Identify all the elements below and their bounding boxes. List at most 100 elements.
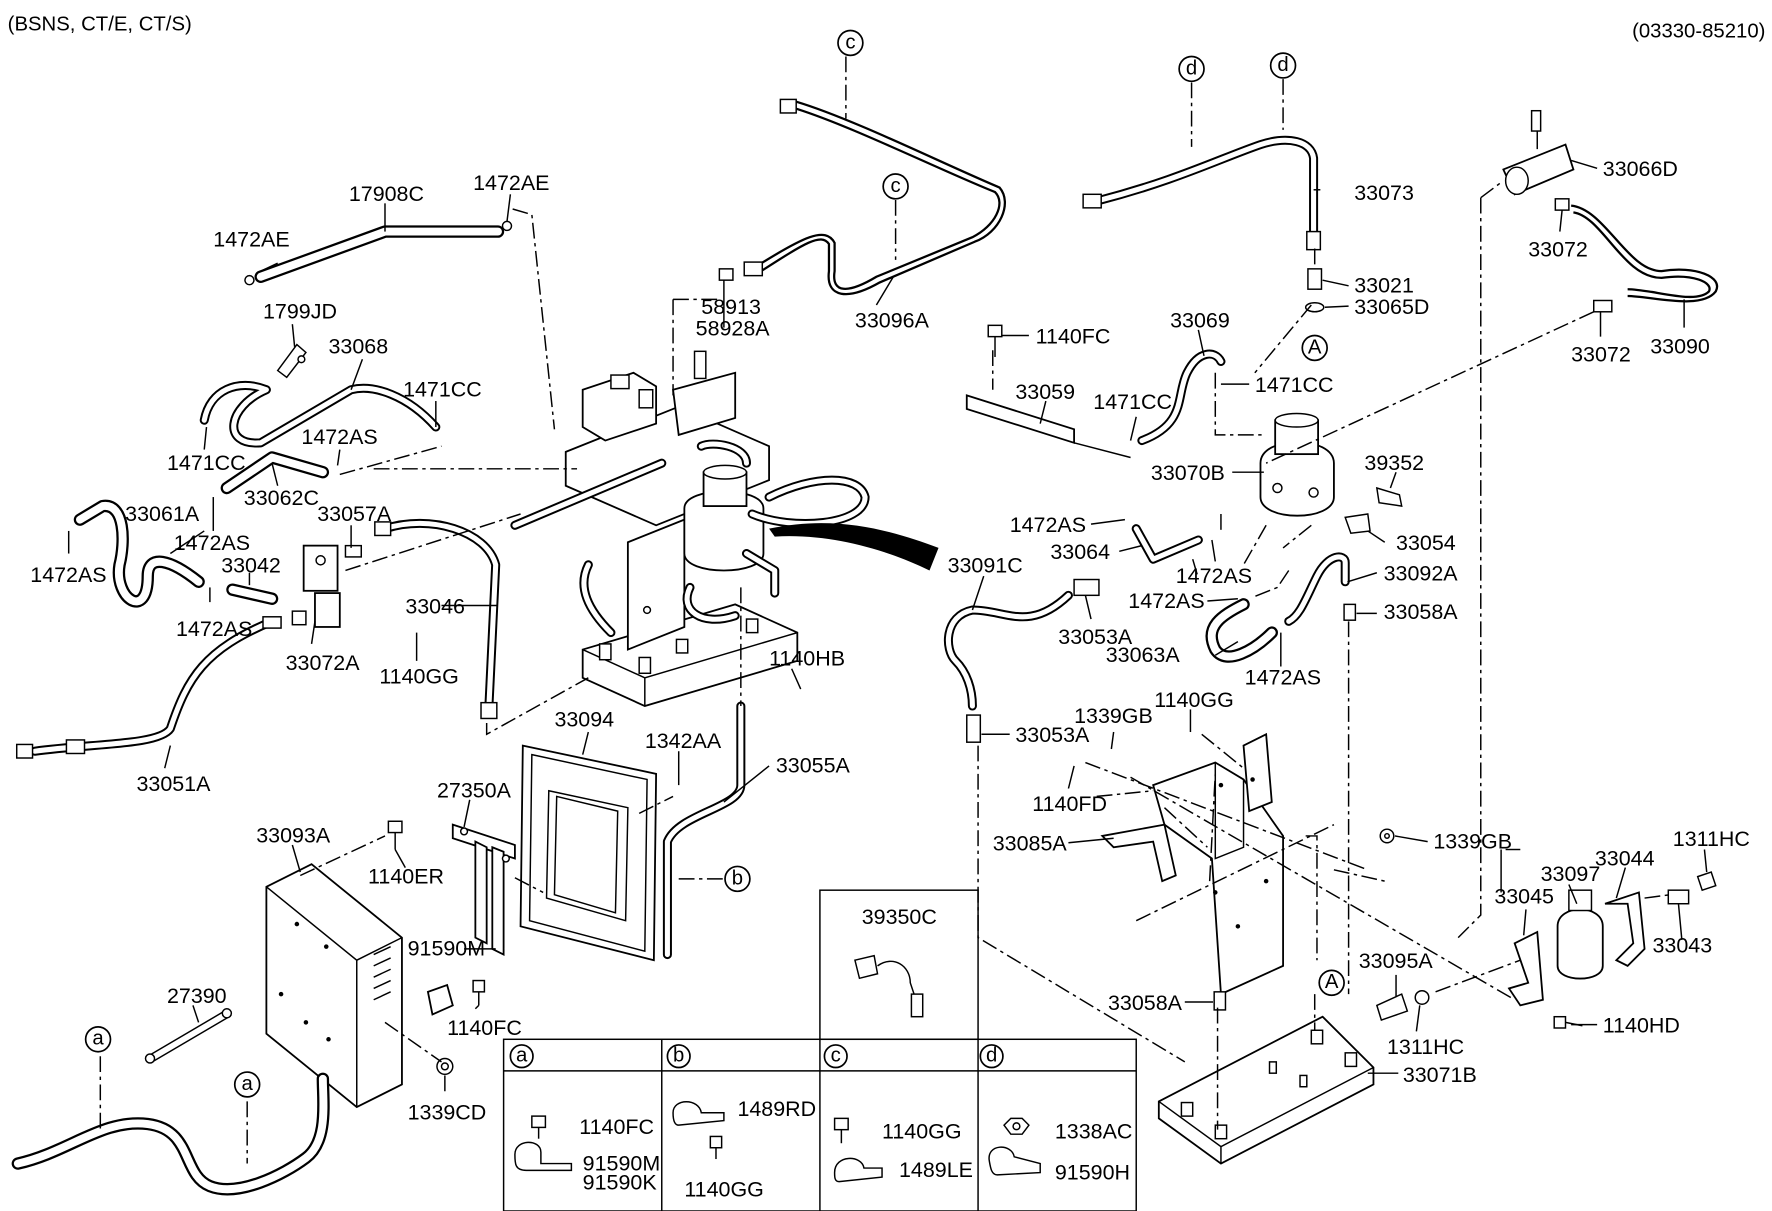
part-labels: 17908C 1472AE 1472AE 1799JD 33068 1471CC… (30, 157, 1750, 1124)
arrow-icon (769, 523, 939, 571)
callout-b: b (724, 865, 751, 893)
pipe-33051a (15, 616, 282, 759)
part-label: 33094 (554, 707, 614, 731)
part-label: 33096A (855, 309, 930, 333)
relay-33097 (1556, 889, 1604, 980)
part-label: 1140ER (368, 864, 444, 888)
svg-text:a: a (242, 1073, 254, 1095)
part-label: 1472AS (30, 563, 106, 587)
part-label: 33044 (1595, 846, 1655, 870)
svg-text:a: a (92, 1028, 104, 1050)
pipe-33096a (718, 98, 1006, 296)
part-label: 33091C (948, 554, 1023, 578)
filter-33070b (1259, 412, 1335, 517)
legend-b-part1: 1489RD (737, 1097, 816, 1121)
part-label: 1472AE (213, 227, 289, 251)
legend-c-part1: 1140GG (882, 1120, 962, 1144)
part-label: 1471CC (1093, 390, 1172, 414)
part-label: 33072A (286, 651, 361, 675)
hose-33061a (73, 499, 205, 608)
part-label: 33045 (1494, 885, 1554, 909)
callout-circles: c c d d A A b a (84, 29, 1345, 1098)
hose-33062c (220, 451, 330, 495)
svg-text:d: d (1277, 54, 1288, 76)
part-label: 1339GB (1433, 829, 1512, 853)
part-label: 58913 (701, 295, 761, 319)
part-label: 33070B (1151, 461, 1225, 485)
hose-33092a (1284, 552, 1350, 626)
pipe-33073 (1082, 135, 1322, 251)
part-label: 1140HD (1603, 1014, 1680, 1038)
part-label: 33058A (1108, 991, 1183, 1015)
svg-text:c: c (845, 31, 855, 53)
legend-a-part1: 1140FC (579, 1115, 654, 1139)
svg-text:c: c (891, 175, 901, 197)
part-label: 1799JD (263, 300, 337, 324)
part-label: 91590M (408, 937, 486, 961)
svg-text:b: b (732, 867, 743, 889)
part-label: 1472AS (1128, 589, 1204, 613)
part-label: 33042 (221, 554, 281, 578)
sensor-label: 39350C (862, 905, 937, 929)
part-label: 33066D (1603, 157, 1678, 181)
bracket-33059 (965, 324, 1131, 459)
callout-c-mid: c (882, 173, 909, 200)
legend-col-b: b 1489RD 1140GG (666, 1044, 816, 1201)
header-left-code: (BSNS, CT/E, CT/S) (8, 14, 192, 36)
bolt-1140fc-left (472, 979, 486, 1006)
legend-d-part2: 91590H (1055, 1160, 1130, 1184)
part-label: 58928A (696, 317, 771, 341)
part-label: 1140FC (1036, 324, 1111, 348)
legend-a-part2: 91590M (583, 1151, 661, 1175)
part-label: 1311HC (1387, 1035, 1464, 1059)
part-label: 33053A (1015, 723, 1090, 747)
plate-33071b (1157, 1015, 1375, 1165)
part-label: 33073 (1354, 181, 1414, 205)
part-label: 1472AS (1010, 513, 1086, 537)
gasket-33094 (519, 744, 658, 962)
part-label: 1472AS (1176, 564, 1252, 588)
part-label: 33064 (1050, 540, 1110, 564)
callout-a-left: a (84, 1026, 112, 1053)
part-label: 1140FC (447, 1016, 522, 1040)
sensor-box: 39350C (819, 889, 979, 1041)
leader-lines (67, 56, 1708, 1164)
grommet-1339cd (436, 1057, 454, 1076)
fitting-33058a-lower (1213, 991, 1227, 1011)
legend-col-a: a 1140FC 91590M 91590K (509, 1044, 661, 1195)
hose-33068 (199, 381, 441, 448)
part-label: 33054 (1396, 531, 1456, 555)
callout-c-top: c (837, 29, 864, 57)
part-label: 33072 (1528, 237, 1588, 261)
part-label: 1471CC (167, 451, 246, 475)
callout-A-bottom: A (1318, 969, 1345, 997)
callout-d-left: d (1178, 55, 1205, 83)
fitting-33058a-upper (1343, 603, 1357, 621)
part-label: 33059 (1015, 380, 1075, 404)
part-label: 1472AS (176, 617, 252, 641)
part-label: 33021 (1354, 274, 1414, 298)
callout-d-right: d (1269, 52, 1297, 79)
part-label: 33097 (1541, 862, 1601, 886)
part-label: 27390 (167, 984, 227, 1008)
legend-col-c: c 1140GG 1489LE (823, 1044, 973, 1183)
bracket-27350a (451, 823, 516, 957)
legend-table: a 1140FC 91590M 91590K b 1489RD 1140GG c… (502, 1038, 1137, 1211)
part-label: 27350A (437, 779, 512, 803)
part-label: 1471CC (403, 378, 482, 402)
pipe-33090 (1554, 198, 1719, 313)
part-label: 33092A (1384, 562, 1459, 586)
fitting-33043 (1667, 871, 1717, 905)
hose-bottom-left (11, 1072, 330, 1196)
part-label: 33057A (317, 502, 392, 526)
part-label: 33053A (1058, 625, 1133, 649)
valve-33072a (291, 544, 363, 628)
bracket-33044 (1604, 891, 1646, 967)
strap-27390 (144, 1008, 233, 1064)
part-label: 33069 (1170, 309, 1230, 333)
bracket-33085a (1100, 732, 1284, 996)
legend-letter-d: d (986, 1045, 997, 1067)
bolt-1140er (387, 820, 403, 850)
fitting-39352 (1375, 486, 1403, 507)
